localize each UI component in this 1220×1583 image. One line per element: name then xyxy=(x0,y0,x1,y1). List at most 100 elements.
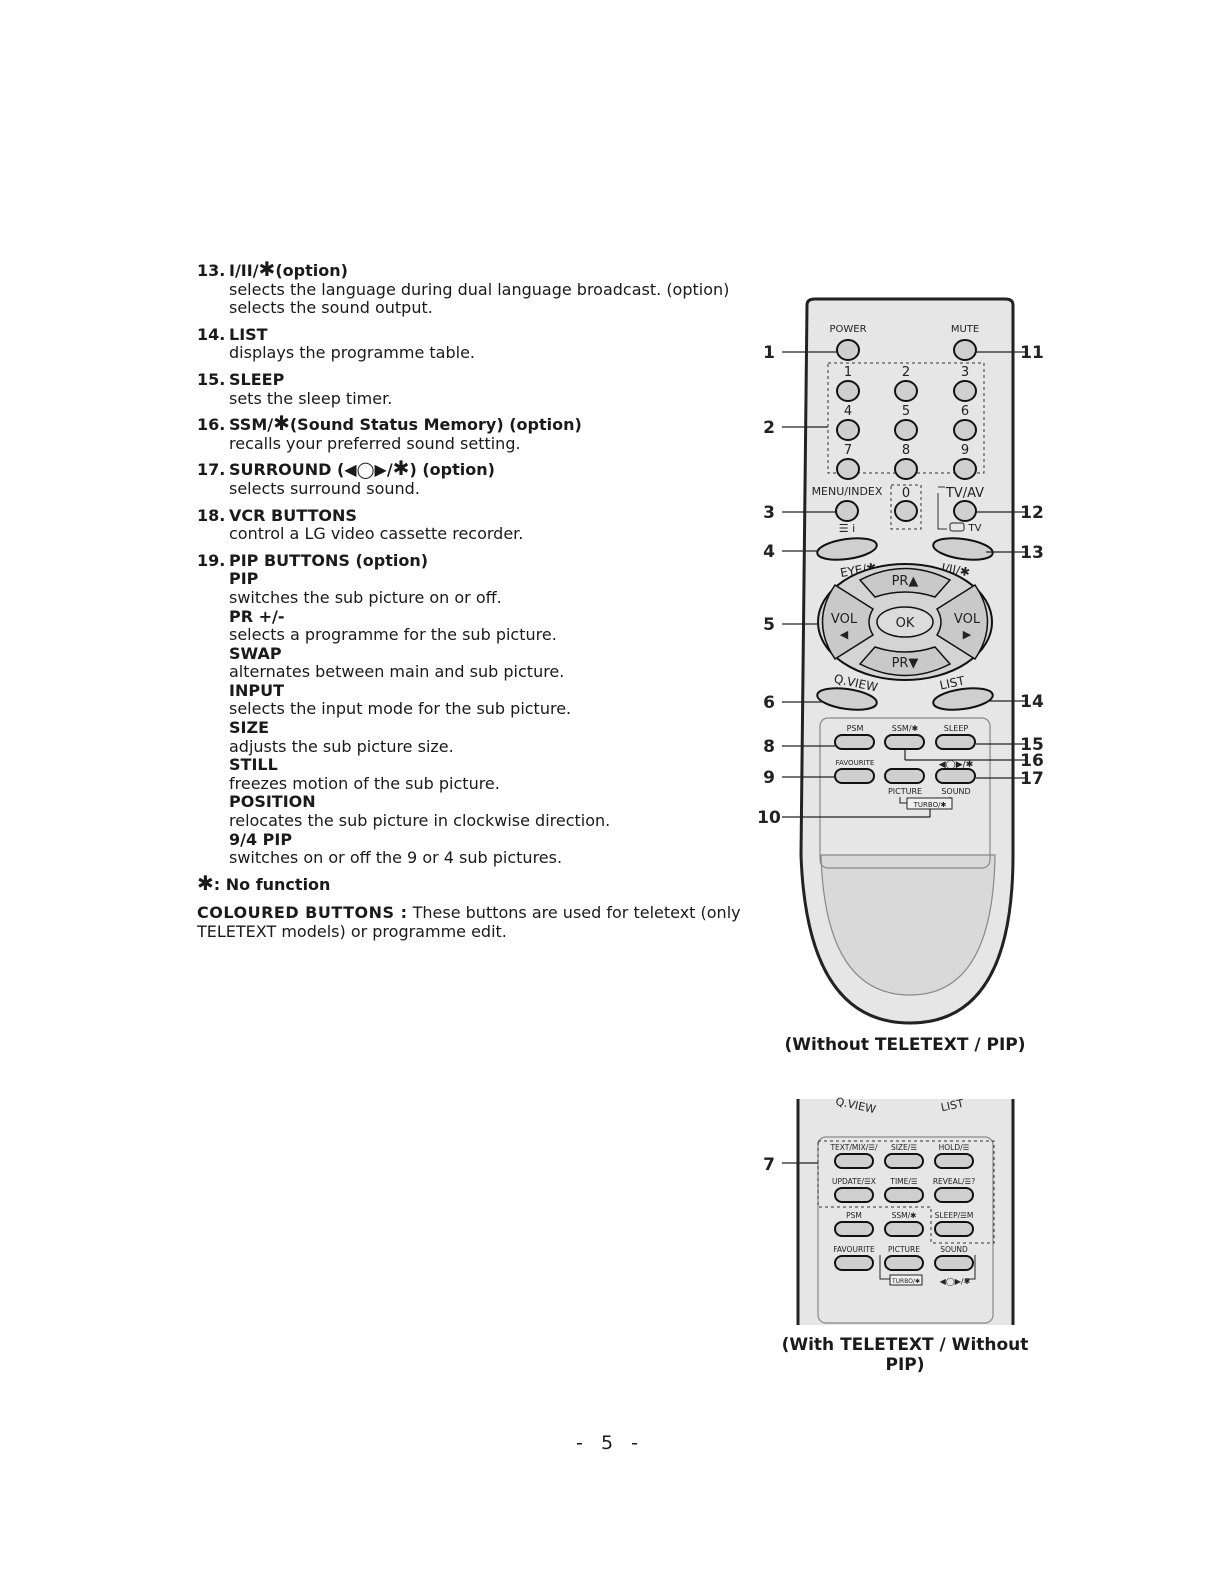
favourite-label: FAVOURITE xyxy=(836,759,875,767)
pip-sub-heading: INPUT xyxy=(229,680,284,700)
item-description: recalls your preferred sound setting. xyxy=(229,433,521,453)
pip-sub-description: relocates the sub picture in clockwise d… xyxy=(229,811,611,831)
callout-number: 6 xyxy=(763,693,775,713)
ssm-button[interactable] xyxy=(884,1221,924,1237)
digit-button[interactable] xyxy=(836,380,860,402)
power-button[interactable] xyxy=(836,339,860,361)
digit-button[interactable] xyxy=(894,458,918,480)
favourite-button[interactable] xyxy=(834,768,875,784)
callout-number: 12 xyxy=(1020,503,1044,523)
pip-sub-description: adjusts the sub picture size. xyxy=(229,736,454,756)
index-icon: ☰ i xyxy=(839,522,855,535)
digit-button[interactable] xyxy=(953,380,977,402)
list-label-2: LIST xyxy=(940,1097,966,1115)
hold-button[interactable] xyxy=(934,1153,974,1169)
i-ii-button[interactable] xyxy=(932,535,994,563)
hold-label: HOLD/☰ xyxy=(939,1143,970,1152)
menu-index-button[interactable] xyxy=(835,500,859,522)
pr-down-label: PR▼ xyxy=(892,656,919,671)
callout-number: 4 xyxy=(763,542,775,562)
pr-up-button[interactable] xyxy=(858,567,952,598)
qview-button[interactable] xyxy=(816,685,878,713)
no-function-text: : No function xyxy=(213,874,331,894)
menu-index-label: MENU/INDEX xyxy=(812,485,883,498)
psm-label: PSM xyxy=(847,724,864,733)
digit-button[interactable] xyxy=(836,458,860,480)
lower-button-panel xyxy=(819,717,991,869)
item-description: selects surround sound. xyxy=(229,478,420,498)
digit-button[interactable] xyxy=(836,419,860,441)
callout-number: 1 xyxy=(763,343,775,363)
psm-button[interactable] xyxy=(834,734,875,750)
turbo-frame-2 xyxy=(889,1274,923,1286)
digit-button[interactable] xyxy=(894,419,918,441)
callout-number: 16 xyxy=(1020,751,1044,771)
callout-number: 13 xyxy=(1020,543,1044,563)
digit-button[interactable] xyxy=(894,500,918,522)
item-title: I/II/ xyxy=(229,261,259,280)
time-button[interactable] xyxy=(884,1187,924,1203)
vol-right-label: VOL xyxy=(954,612,981,627)
item-heading: 15.SLEEP xyxy=(197,369,757,390)
item-number: 18. xyxy=(197,505,226,525)
sleep-label: SLEEP xyxy=(944,724,969,733)
ok-label: OK xyxy=(896,616,915,631)
sound-button[interactable] xyxy=(934,1255,974,1271)
ssm-label: SSM/✱ xyxy=(892,724,919,733)
ok-button[interactable] xyxy=(876,606,934,638)
picture-button[interactable] xyxy=(884,1255,924,1271)
digit-label: 7 xyxy=(844,443,852,458)
turbo-label-2: TURBO/✱ xyxy=(891,1278,920,1285)
sleep-button[interactable] xyxy=(935,734,976,750)
vol-right-button[interactable] xyxy=(935,583,989,661)
digit-button[interactable] xyxy=(953,458,977,480)
size-button[interactable] xyxy=(884,1153,924,1169)
item-heading: 17.SURROUND (◀◯▶/✱) (option) xyxy=(197,458,757,480)
digit-button[interactable] xyxy=(953,419,977,441)
digit-button[interactable] xyxy=(894,380,918,402)
pip-sub-heading: SIZE xyxy=(229,718,270,738)
no-function-star-icon: ✱ xyxy=(197,870,214,895)
sound-button[interactable] xyxy=(935,768,976,784)
digit-label: 8 xyxy=(902,443,910,458)
caption-without-teletext: (Without TELETEXT / PIP) xyxy=(784,1035,1026,1055)
psm-button[interactable] xyxy=(834,1221,874,1237)
picture-button[interactable] xyxy=(884,768,925,784)
pip-sub-description: freezes motion of the sub picture. xyxy=(229,773,500,793)
text-mix-button[interactable] xyxy=(834,1153,874,1169)
no-function-note: ✱: No function xyxy=(197,873,757,895)
sleep-button[interactable] xyxy=(934,1221,974,1237)
digit-label: 9 xyxy=(961,443,969,458)
reveal-label: REVEAL/☰? xyxy=(933,1177,975,1186)
tv-av-button[interactable] xyxy=(953,500,977,522)
callout-7: 7 xyxy=(763,1155,775,1175)
digit-label: 2 xyxy=(902,365,910,380)
description-item: 13.I/II/✱ (option)selects the language d… xyxy=(197,259,757,318)
instruction-text: 13.I/II/✱ (option)selects the language d… xyxy=(197,259,757,942)
update-label: UPDATE/☰X xyxy=(832,1177,876,1186)
list-button[interactable] xyxy=(932,685,994,713)
favourite-button[interactable] xyxy=(834,1255,874,1271)
picture-label: PICTURE xyxy=(888,1245,920,1254)
eye-button[interactable] xyxy=(816,535,878,563)
pr-down-button[interactable] xyxy=(858,646,952,677)
pip-sub-heading: SWAP xyxy=(229,643,282,663)
item-number: 15. xyxy=(197,369,226,389)
description-item: 17.SURROUND (◀◯▶/✱) (option)selects surr… xyxy=(197,458,757,498)
remote-bottom-panel xyxy=(820,854,996,996)
update-button[interactable] xyxy=(834,1187,874,1203)
reveal-button[interactable] xyxy=(934,1187,974,1203)
vol-right-arrow: ▶ xyxy=(963,628,972,641)
vol-left-button[interactable] xyxy=(821,583,875,661)
mute-button[interactable] xyxy=(953,339,977,361)
ssm-button[interactable] xyxy=(884,734,925,750)
item-description: displays the programme table. xyxy=(229,343,475,363)
surround-label-2: ◀◯▶/✱ xyxy=(940,1277,971,1286)
psm-label: PSM xyxy=(846,1211,862,1220)
